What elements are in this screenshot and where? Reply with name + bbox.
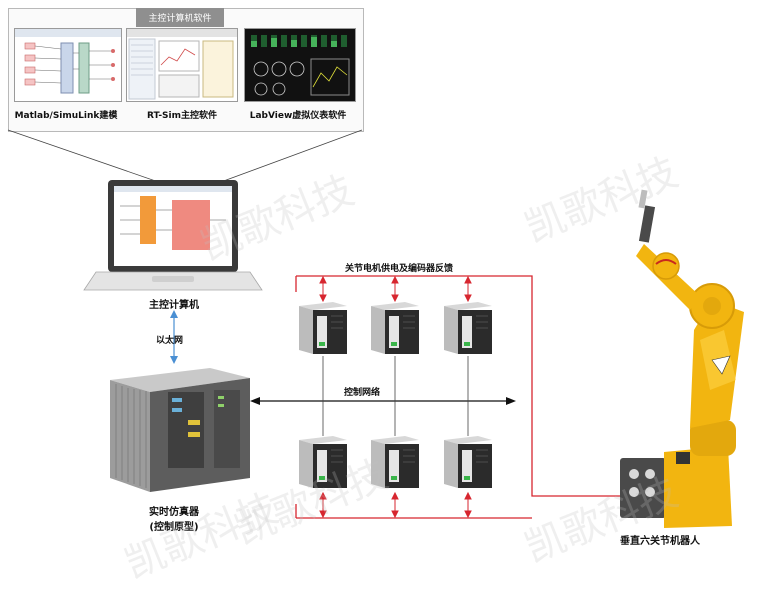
control-network-arrow <box>250 356 516 436</box>
funnel-line-left <box>7 129 171 187</box>
simulink-label: Matlab/SimuLink建模 <box>14 111 118 121</box>
robot-label: 垂直六关节机器人 <box>620 536 700 547</box>
servo-drive-icon <box>371 302 419 354</box>
host-pc-label: 主控计算机 <box>149 300 199 311</box>
servo-drive-4 <box>299 436 347 488</box>
servo-drive-5 <box>371 436 419 488</box>
feedback-lines <box>295 275 700 519</box>
simulator-label-line1: 实时仿真器 <box>149 507 199 518</box>
labview-screenshot <box>244 28 356 102</box>
rtsim-window-icon <box>127 29 237 100</box>
rtsim-label: RT-Sim主控软件 <box>146 111 218 121</box>
servo-drive-icon <box>299 436 347 488</box>
labview-label: LabView虚拟仪表软件 <box>249 111 347 121</box>
servo-drive-1 <box>299 302 347 354</box>
control-network-label: 控制网络 <box>344 388 381 398</box>
simulator-icon <box>110 368 250 492</box>
rtsim-screenshot <box>126 28 238 102</box>
robot-icon <box>620 189 744 528</box>
laptop-icon <box>83 180 263 291</box>
simulink-screenshot <box>14 28 122 102</box>
ethernet-label: 以太网 <box>156 336 184 346</box>
servo-drive-icon <box>444 302 492 354</box>
servo-drive-6 <box>444 436 492 488</box>
feedback-arrows <box>319 275 472 519</box>
servo-drive-icon <box>299 302 347 354</box>
software-panel-header: 主控计算机软件 <box>136 8 224 27</box>
servo-drive-3 <box>444 302 492 354</box>
simulink-diagram-icon <box>15 29 121 94</box>
funnel-line-right <box>209 129 363 187</box>
ethernet-arrow <box>170 310 178 364</box>
labview-gauges-icon <box>251 35 350 96</box>
servo-drive-icon <box>371 436 419 488</box>
power-feedback-label: 关节电机供电及编码器反馈 <box>345 264 454 274</box>
servo-drive-2 <box>371 302 419 354</box>
connection-diagram <box>7 129 744 528</box>
simulator-label-line2: (控制原型) <box>149 522 199 533</box>
servo-drive-icon <box>444 436 492 488</box>
